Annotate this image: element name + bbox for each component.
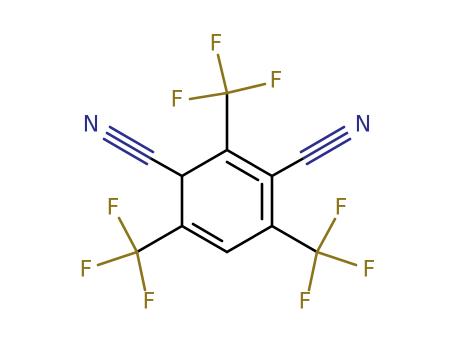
bond-cf-left-c (135, 250, 147, 292)
bond-cf-top-right (225, 82, 267, 95)
atom-label-fluorine: F (363, 258, 376, 283)
bond-left-nitrile-triple (102, 137, 149, 166)
bond-cf-right-c (307, 250, 319, 292)
bond-cf-right-b (315, 250, 358, 267)
ring-bond (225, 224, 274, 254)
bond-right-nitrile-triple (305, 137, 352, 166)
bond-right-nitrile (270, 156, 306, 178)
atom-label-nitrogen: N (355, 113, 371, 138)
atom-label-fluorine: F (270, 69, 283, 94)
bond-cf-left-b (96, 250, 139, 267)
bond-cf-mid-left (188, 91, 229, 101)
ring-bond (180, 224, 229, 254)
atom-label-fluorine: F (143, 290, 156, 315)
atom-label-fluorine: F (107, 196, 120, 221)
benzene-ring (180, 148, 274, 254)
bond-cf-left-a (117, 216, 139, 254)
atom-label-nitrogen: N (83, 113, 99, 138)
bond-cf-top-left (216, 53, 229, 95)
atom-labels: F F F N N F F F F F F (80, 32, 376, 315)
bond-right-nitrile-triple (299, 125, 346, 154)
bond-left-cf3 (135, 224, 184, 254)
atom-label-fluorine: F (80, 258, 93, 283)
bond-left-nitrile-triple (108, 125, 155, 154)
atom-label-fluorine: F (171, 88, 184, 113)
bond-cf-right-a (315, 217, 337, 254)
bond-right-nitrile-triple (302, 131, 349, 160)
atom-label-fluorine: F (299, 290, 312, 315)
substituent-bonds (96, 53, 358, 292)
bond-left-nitrile (148, 156, 184, 178)
bond-left-nitrile-triple (105, 131, 152, 160)
ring-bond (225, 148, 274, 178)
ring-double-bond (191, 222, 224, 243)
ring-double-bond (225, 160, 260, 182)
ring-bond (180, 148, 229, 178)
atom-label-fluorine: F (210, 32, 223, 57)
atom-label-fluorine: F (335, 196, 348, 221)
bond-right-cf3 (270, 224, 319, 254)
